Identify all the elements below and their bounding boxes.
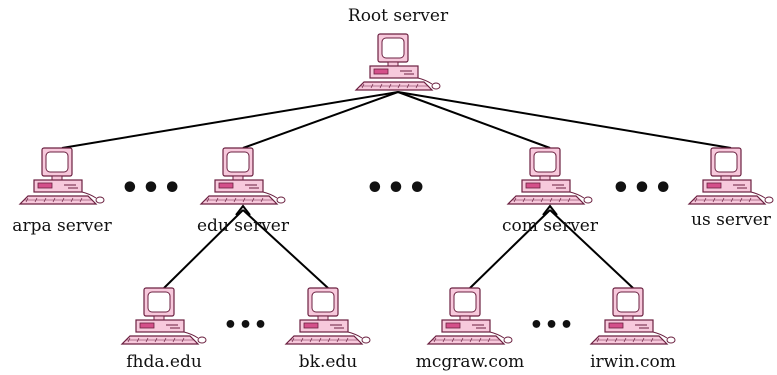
fhda-edu-label: fhda.edu xyxy=(126,352,202,372)
caret-edu xyxy=(235,204,251,216)
com-server-label: com server xyxy=(502,216,598,236)
ellipsis-edu-children: ••• xyxy=(223,313,269,338)
ellipsis-arpa-edu: ••• xyxy=(120,171,184,206)
edge-edu-bk xyxy=(242,209,329,289)
irwin-computer-icon xyxy=(589,287,676,345)
irwin-com-label: irwin.com xyxy=(590,352,676,372)
us-server-label: us server xyxy=(691,210,771,230)
edge-com-mcgraw xyxy=(469,209,551,289)
nodes-layer xyxy=(18,33,774,345)
root-computer-icon xyxy=(354,33,441,91)
ellipsis-com-us: ••• xyxy=(611,171,675,206)
ellipsis-com-children: ••• xyxy=(529,313,575,338)
edge-root-com xyxy=(397,91,551,149)
com-computer-icon xyxy=(506,147,593,205)
edu-server-label: edu server xyxy=(197,216,289,236)
mcgraw-com-label: mcgraw.com xyxy=(415,352,525,372)
bk-edu-label: bk.edu xyxy=(298,352,358,372)
edges-layer xyxy=(61,91,732,289)
fhda-computer-icon xyxy=(120,287,207,345)
edge-com-irwin xyxy=(549,209,634,289)
arpa-computer-icon xyxy=(18,147,105,205)
arpa-server-label: arpa server xyxy=(12,216,112,236)
ellipsis-edu-com: ••• xyxy=(365,171,429,206)
bk-computer-icon xyxy=(284,287,371,345)
edge-root-arpa xyxy=(61,91,399,149)
us-computer-icon xyxy=(687,147,774,205)
edge-root-edu xyxy=(242,91,399,149)
edu-computer-icon xyxy=(199,147,286,205)
edge-root-us xyxy=(397,91,732,149)
mcgraw-computer-icon xyxy=(426,287,513,345)
caret-com xyxy=(542,204,558,216)
root-server-label: Root server xyxy=(347,6,449,26)
edge-edu-fhda xyxy=(163,209,244,289)
